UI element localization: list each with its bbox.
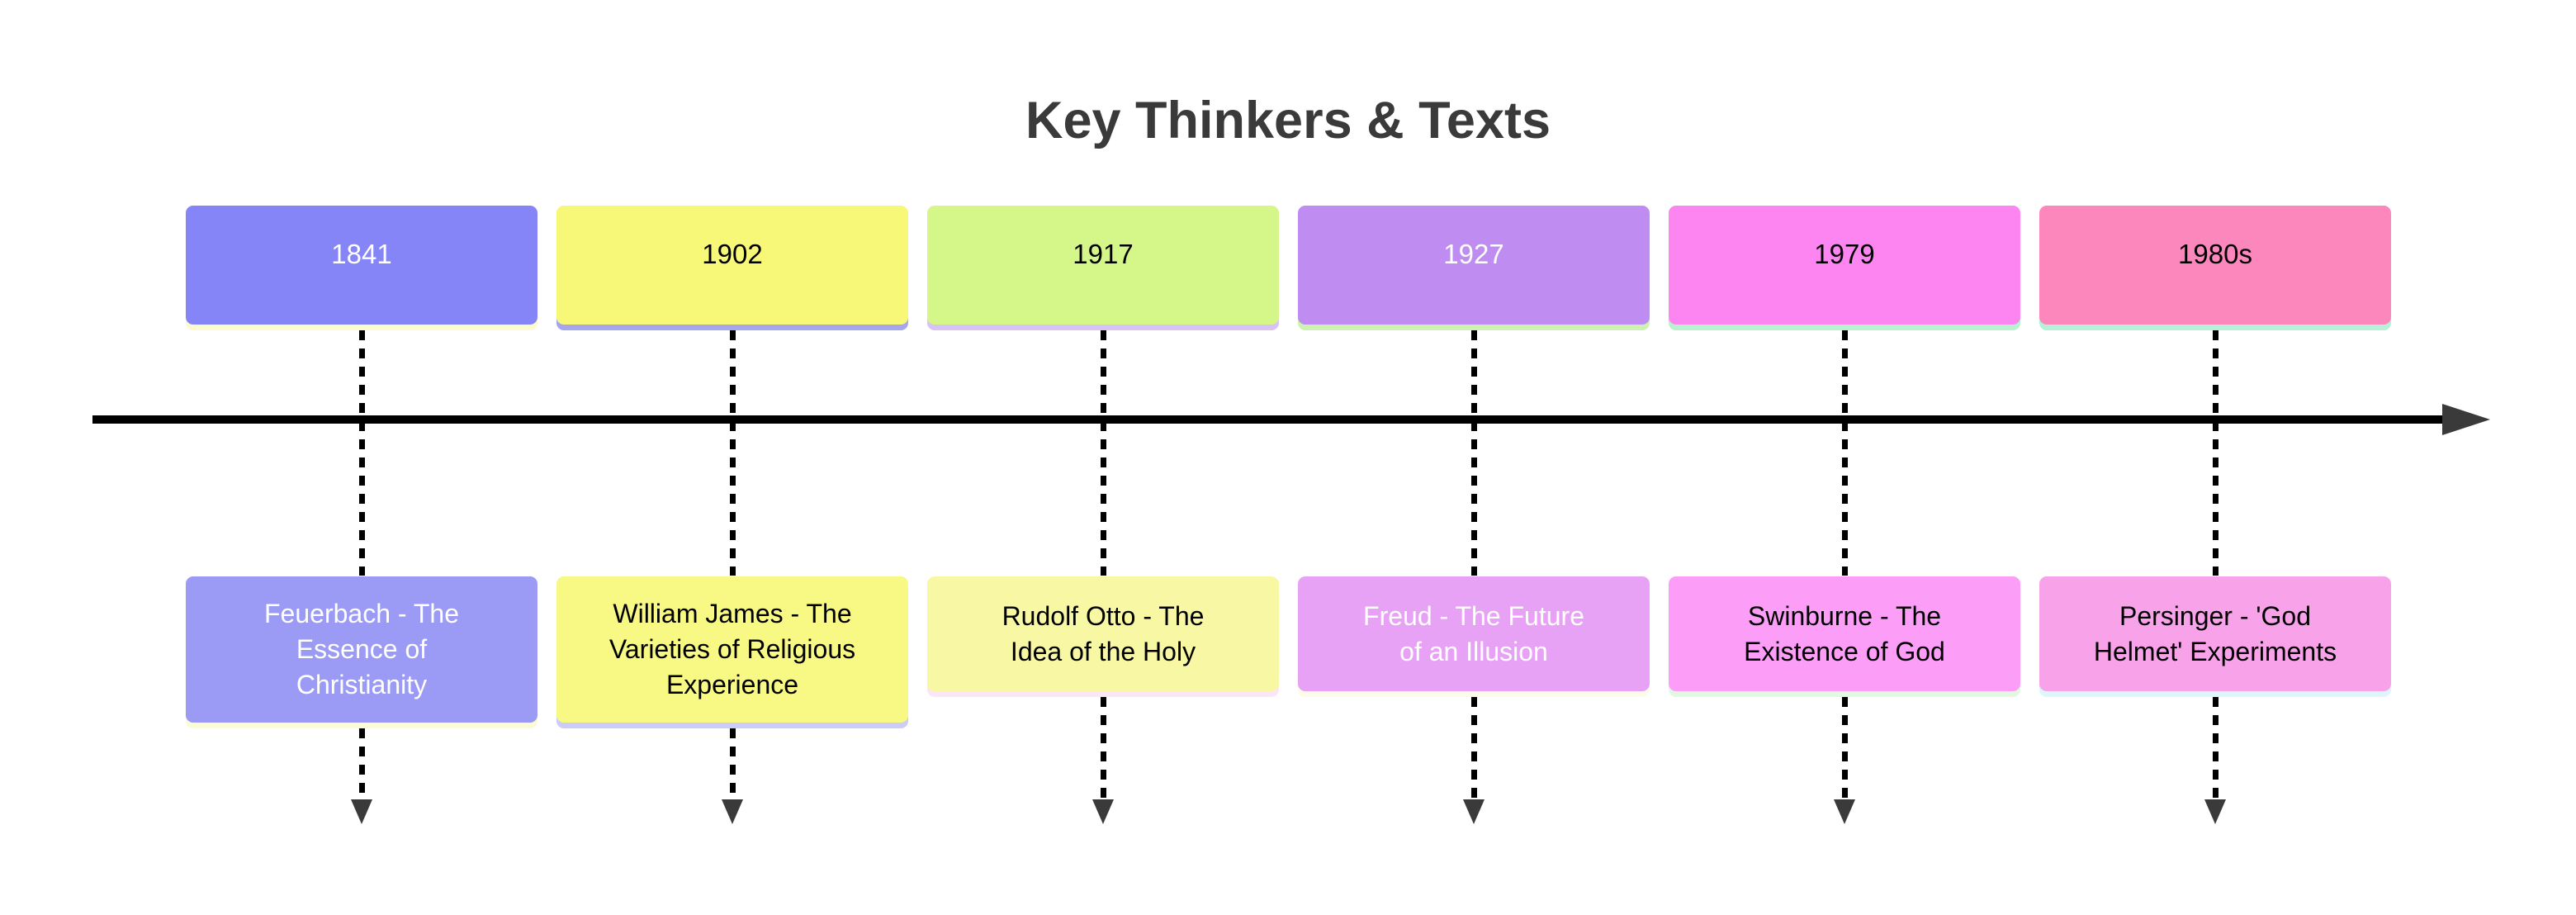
event-column: 1927 Freud - The Future of an Illusion	[1298, 0, 1650, 915]
connector-line-upper	[1842, 330, 1848, 576]
year-label: 1980s	[2178, 239, 2252, 269]
detail-label: Feuerbach - The Essence of Christianity	[264, 599, 459, 699]
connector-line-upper	[359, 330, 365, 576]
detail-label: William James - The Varieties of Religio…	[608, 599, 856, 699]
connector-line-lower	[359, 728, 365, 799]
detail-label: Persinger - 'God Helmet' Experiments	[2093, 600, 2337, 666]
event-column: 1917 Rudolf Otto - The Idea of the Holy	[927, 0, 1279, 915]
connector-arrowhead-icon	[2204, 799, 2226, 824]
connector-line-upper	[1101, 330, 1106, 576]
connector-line-lower	[1842, 697, 1848, 799]
connector-line-lower	[1471, 697, 1477, 799]
detail-box: Freud - The Future of an Illusion	[1298, 576, 1650, 691]
connector-line-upper	[730, 330, 736, 576]
year-label: 1979	[1814, 239, 1875, 269]
diagram-title: Key Thinkers & Texts	[1025, 92, 1551, 149]
detail-label: Freud - The Future of an Illusion	[1363, 600, 1584, 666]
event-column: 1902 William James - The Varieties of Re…	[556, 0, 908, 915]
connector-line-lower	[730, 728, 736, 799]
connector-line-upper	[1471, 330, 1477, 576]
axis-arrowhead-icon	[2442, 404, 2490, 435]
year-box: 1841	[186, 206, 537, 325]
detail-label: Rudolf Otto - The Idea of the Holy	[1002, 600, 1205, 666]
year-label: 1902	[702, 239, 763, 269]
year-label: 1841	[331, 239, 392, 269]
connector-line-lower	[1101, 697, 1106, 799]
detail-box: William James - The Varieties of Religio…	[556, 576, 908, 723]
year-box: 1979	[1669, 206, 2020, 325]
connector-arrowhead-icon	[351, 799, 372, 824]
year-box: 1980s	[2039, 206, 2391, 325]
event-column: 1980s Persinger - 'God Helmet' Experimen…	[2039, 0, 2391, 915]
connector-arrowhead-icon	[1092, 799, 1114, 824]
detail-box: Swinburne - The Existence of God	[1669, 576, 2020, 691]
event-column: 1841 Feuerbach - The Essence of Christia…	[186, 0, 537, 915]
connector-arrowhead-icon	[722, 799, 743, 824]
connector-line-upper	[2213, 330, 2218, 576]
year-box: 1902	[556, 206, 908, 325]
connector-arrowhead-icon	[1834, 799, 1855, 824]
detail-box: Feuerbach - The Essence of Christianity	[186, 576, 537, 723]
detail-box: Persinger - 'God Helmet' Experiments	[2039, 576, 2391, 691]
connector-line-lower	[2213, 697, 2218, 799]
year-label: 1927	[1443, 239, 1504, 269]
detail-box: Rudolf Otto - The Idea of the Holy	[927, 576, 1279, 691]
event-column: 1979 Swinburne - The Existence of God	[1669, 0, 2020, 915]
year-label: 1917	[1073, 239, 1134, 269]
year-box: 1927	[1298, 206, 1650, 325]
timeline-axis	[92, 415, 2446, 424]
detail-label: Swinburne - The Existence of God	[1744, 600, 1945, 666]
connector-arrowhead-icon	[1463, 799, 1485, 824]
year-box: 1917	[927, 206, 1279, 325]
